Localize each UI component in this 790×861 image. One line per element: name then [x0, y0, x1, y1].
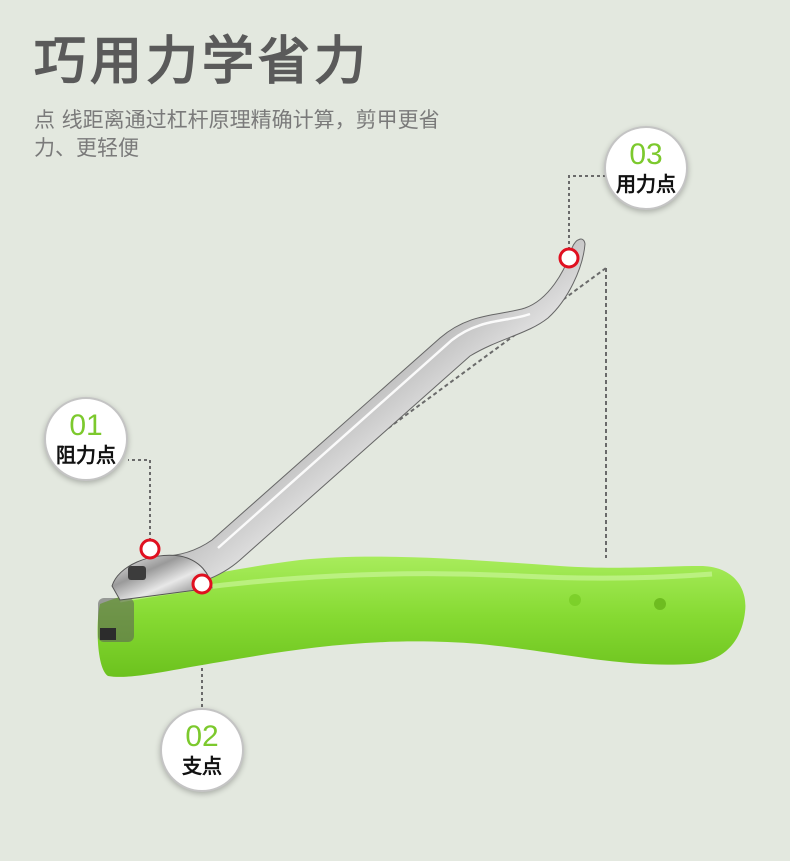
hinge-pin: [128, 566, 146, 580]
green-handle: [97, 556, 746, 677]
handle-dimple-2: [654, 598, 666, 610]
resistance-point-badge: 01 阻力点: [44, 397, 128, 481]
effort-point-badge: 03 用力点: [604, 126, 688, 210]
badge-label: 用力点: [616, 172, 676, 196]
leader-line-01: [128, 459, 151, 547]
badge-number: 02: [185, 720, 219, 753]
badge-label: 支点: [182, 754, 222, 778]
badge-label: 阻力点: [56, 443, 116, 467]
marker-01: [139, 538, 161, 560]
steel-lever: [111, 238, 586, 601]
badge-number: 01: [69, 409, 103, 442]
lever-markers: [139, 247, 580, 595]
fulcrum-point-badge: 02 支点: [160, 708, 244, 792]
lever-shine: [217, 312, 531, 549]
marker-02: [191, 573, 213, 595]
handle-dimple: [569, 594, 581, 606]
jaw-notch: [100, 628, 116, 640]
leader-line-03: [568, 175, 606, 256]
page-title: 巧用力学省力: [34, 32, 371, 92]
page-description: 点 线距离通过杠杆原理精确计算，剪甲更省力、更轻便: [34, 108, 440, 160]
marker-03: [558, 247, 580, 269]
badge-number: 03: [629, 138, 663, 171]
